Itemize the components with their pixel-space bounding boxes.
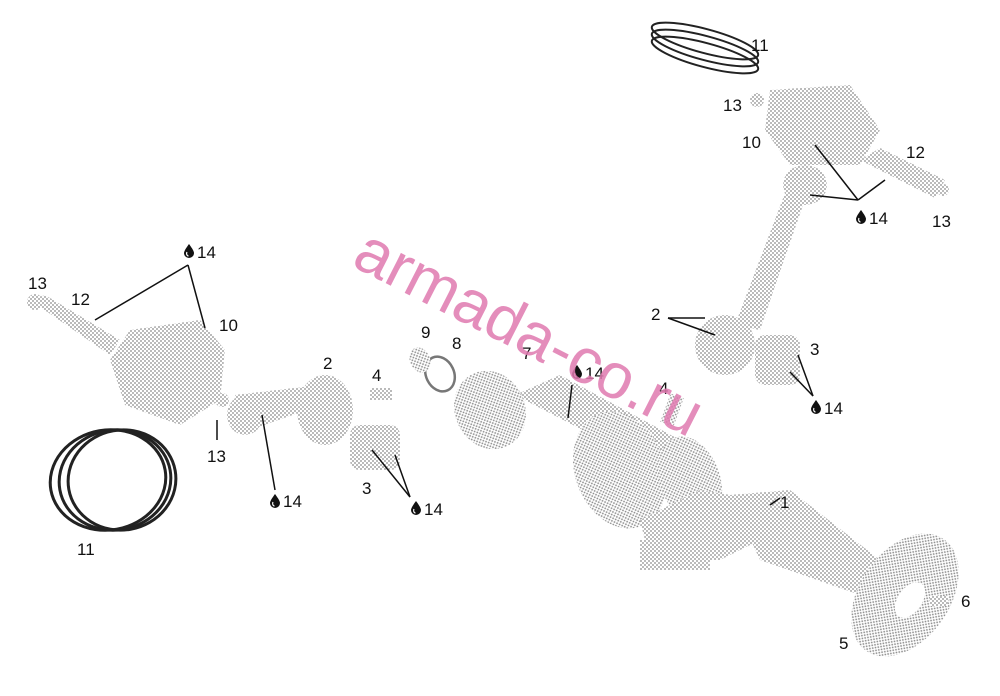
watermark-text: armada-co.ru xyxy=(344,213,716,450)
circlip-right-top xyxy=(750,93,764,107)
label-14: 14 xyxy=(824,399,843,418)
label-2: 2 xyxy=(651,305,660,324)
oil-drop-icon xyxy=(184,244,194,258)
label-7: 7 xyxy=(522,344,531,363)
piston-left xyxy=(110,320,225,425)
label-10: 10 xyxy=(219,316,238,335)
pin-left xyxy=(30,295,120,355)
label-5: 5 xyxy=(839,634,848,653)
label-13: 13 xyxy=(723,96,742,115)
circlip-right-side xyxy=(937,184,949,196)
bearing-cap-right xyxy=(755,335,800,385)
label-4: 4 xyxy=(372,366,381,385)
label-1: 1 xyxy=(780,493,789,512)
label-3: 3 xyxy=(362,479,371,498)
key xyxy=(930,596,948,606)
label-14: 14 xyxy=(283,492,302,511)
conrod-left xyxy=(227,375,353,445)
bearing-cap-left xyxy=(350,425,400,470)
oil-drop-icon xyxy=(856,210,866,224)
rings-right xyxy=(650,21,760,75)
bolt-left xyxy=(370,388,392,400)
oil-drop-icon xyxy=(270,494,280,508)
crankshaft xyxy=(515,375,880,595)
label-13: 13 xyxy=(932,212,951,231)
label-14: 14 xyxy=(197,243,216,262)
gear xyxy=(454,370,526,450)
label-14: 14 xyxy=(585,364,604,383)
label-4: 4 xyxy=(659,379,668,398)
washer-8 xyxy=(423,355,457,393)
label-10: 10 xyxy=(742,133,761,152)
oil-drop-icon xyxy=(411,501,421,515)
label-14: 14 xyxy=(869,209,888,228)
conrod-right xyxy=(695,165,827,375)
piston-right xyxy=(765,85,880,165)
label-9: 9 xyxy=(421,323,430,342)
label-8: 8 xyxy=(452,334,461,353)
leader-lines xyxy=(94,144,886,506)
part-labels: 1 2 2 3 3 4 4 5 6 7 8 9 10 10 11 11 12 1… xyxy=(28,36,970,653)
label-12: 12 xyxy=(906,143,925,162)
circlip-left-side xyxy=(215,393,229,407)
label-11: 11 xyxy=(77,540,95,559)
label-2: 2 xyxy=(323,354,332,373)
label-13: 13 xyxy=(28,274,47,293)
label-13: 13 xyxy=(207,447,226,466)
label-12: 12 xyxy=(71,290,90,309)
label-14: 14 xyxy=(424,500,443,519)
oil-drop-icon xyxy=(811,400,821,414)
circlip-left-top xyxy=(27,294,43,310)
washer-9 xyxy=(409,347,431,373)
pin-right xyxy=(860,148,945,198)
bolt-right xyxy=(660,393,684,427)
label-3: 3 xyxy=(810,340,819,359)
sprocket xyxy=(851,533,959,657)
label-11: 11 xyxy=(751,36,769,55)
label-6: 6 xyxy=(961,592,970,611)
rings-left xyxy=(48,428,178,532)
